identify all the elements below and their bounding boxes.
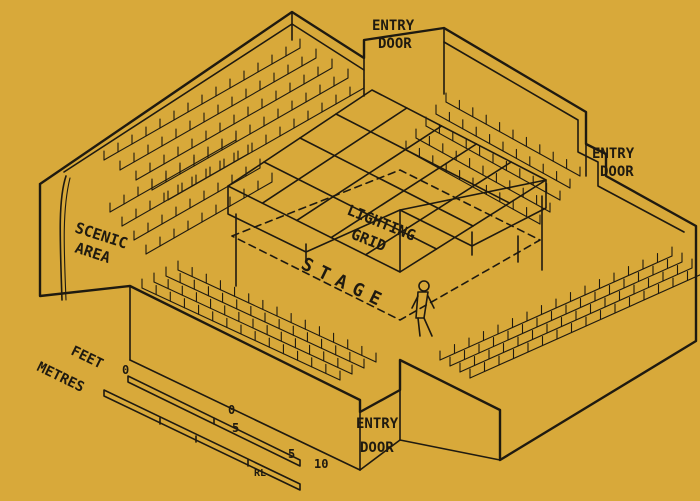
- metres-tick-0: 0: [228, 403, 235, 417]
- grid-cell-line: [295, 125, 443, 222]
- mid-left-bank-row: [109, 139, 237, 213]
- entry-door-top-label: ENTRY: [372, 18, 415, 34]
- entry-door-top-label-2: DOOR: [378, 36, 412, 52]
- metres-label: METRES: [34, 359, 86, 396]
- mid-left-bank-row: [133, 167, 261, 241]
- standing-figure: [411, 280, 435, 337]
- mid-left-bank-row: [121, 153, 249, 227]
- metres-tick-5: 5: [232, 421, 239, 435]
- feet-tick-5: 5: [288, 447, 295, 461]
- grid-cell-line: [299, 137, 474, 227]
- grid-cell-line: [364, 161, 513, 256]
- grid-cell-line: [263, 161, 438, 250]
- stage-label: STAGE: [298, 254, 392, 314]
- feet-tick-0: 0: [122, 363, 129, 377]
- entry-door-bottom-label-2: DOOR: [360, 440, 394, 456]
- feet-tick-10: 10: [314, 457, 328, 471]
- entry-door-right-label-2: DOOR: [600, 164, 634, 180]
- entry-door-bottom-label: ENTRY: [356, 416, 399, 432]
- lighting-grid: [227, 89, 547, 287]
- feet-label: FEET: [68, 343, 105, 372]
- grid-cell-line: [261, 107, 408, 204]
- scale-bars: [103, 375, 301, 491]
- scenic-area-curtain: [59, 175, 71, 301]
- grid-cell-line: [335, 113, 511, 204]
- entry-door-right-label: ENTRY: [592, 146, 635, 162]
- drafter-initials: RL: [254, 468, 266, 479]
- grid-cell-line: [330, 143, 478, 239]
- stage-floor: [231, 169, 541, 321]
- inner-wall-edges: [39, 23, 685, 471]
- mid-left-bank-row: [145, 181, 273, 255]
